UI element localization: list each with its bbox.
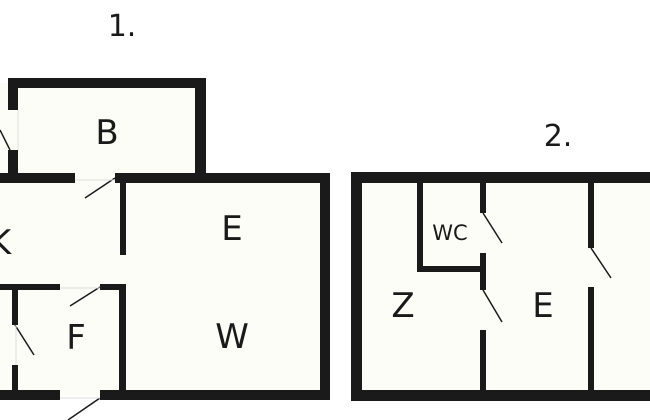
door-swing <box>482 212 503 244</box>
plan-1: 1. B K E W F <box>0 9 330 420</box>
room-label: E <box>532 286 553 326</box>
room-label: WC <box>432 221 467 245</box>
door-swings <box>0 129 116 420</box>
door-swing <box>69 286 101 307</box>
room-label: B <box>95 113 118 153</box>
door-swing <box>14 324 35 356</box>
door-openings <box>15 110 115 399</box>
plan-2-walls <box>351 172 650 401</box>
door-swing <box>84 177 116 199</box>
door-swings <box>482 212 612 323</box>
plan-2-floor <box>355 177 650 395</box>
plan-1-walls <box>0 78 330 400</box>
plan-2: 2. WC Z E <box>351 119 650 401</box>
plan-number: 1. <box>108 9 137 44</box>
room-label: W <box>215 317 249 357</box>
plan-number: 2. <box>544 119 573 154</box>
door-swing <box>590 247 612 279</box>
room-label: K <box>0 223 13 263</box>
room-label: F <box>66 318 86 358</box>
door-swing <box>0 129 11 151</box>
door-swing <box>67 397 101 420</box>
room-label: Z <box>391 286 414 326</box>
door-swing <box>482 289 503 323</box>
room-b-floor <box>0 83 201 178</box>
room-label: E <box>221 209 242 249</box>
